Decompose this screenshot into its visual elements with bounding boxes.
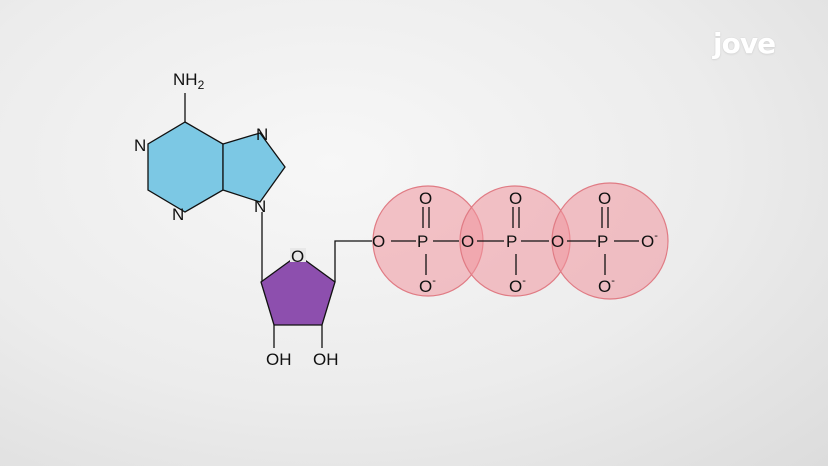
ribose-sugar <box>260 240 372 348</box>
hydroxyl-label-right: OH <box>313 350 339 369</box>
bridge-oxygen-3: O <box>551 232 564 251</box>
bottom-oxygen-2: O- <box>509 275 526 296</box>
ring-oxygen-gap <box>290 248 306 262</box>
phosphorus-3: P <box>597 232 608 251</box>
top-oxygen-2: O <box>509 189 522 208</box>
ring-nitrogen-1: N <box>134 136 146 155</box>
ribose-ring <box>260 254 336 326</box>
top-oxygen-3: O <box>598 189 611 208</box>
phosphate-bonds <box>391 207 639 275</box>
amine-label: NH2 <box>173 70 205 92</box>
top-oxygen-1: O <box>419 189 432 208</box>
adenine-six-ring <box>147 121 224 213</box>
bottom-oxygen-1: O- <box>419 275 436 296</box>
bridge-oxygen-1: O <box>372 232 385 251</box>
phosphorus-2: P <box>506 232 517 251</box>
hydroxyl-label-left: OH <box>266 350 292 369</box>
ring-nitrogen-7: N <box>256 125 268 144</box>
ring-nitrogen-9: N <box>254 197 266 216</box>
ring-nitrogen-3: N <box>172 205 184 224</box>
adenine-five-ring <box>222 132 286 203</box>
terminal-oxygen: O- <box>641 230 658 251</box>
ring-oxygen-label: O <box>291 247 304 266</box>
phosphate-circle-3 <box>551 182 669 300</box>
phosphorus-1: P <box>417 232 428 251</box>
bottom-oxygen-3: O- <box>598 275 615 296</box>
jove-logo: jove <box>713 27 776 60</box>
ribose-phosphate-linker <box>334 240 372 282</box>
bridge-oxygen-2: O <box>461 232 474 251</box>
adenine-base <box>147 93 286 213</box>
